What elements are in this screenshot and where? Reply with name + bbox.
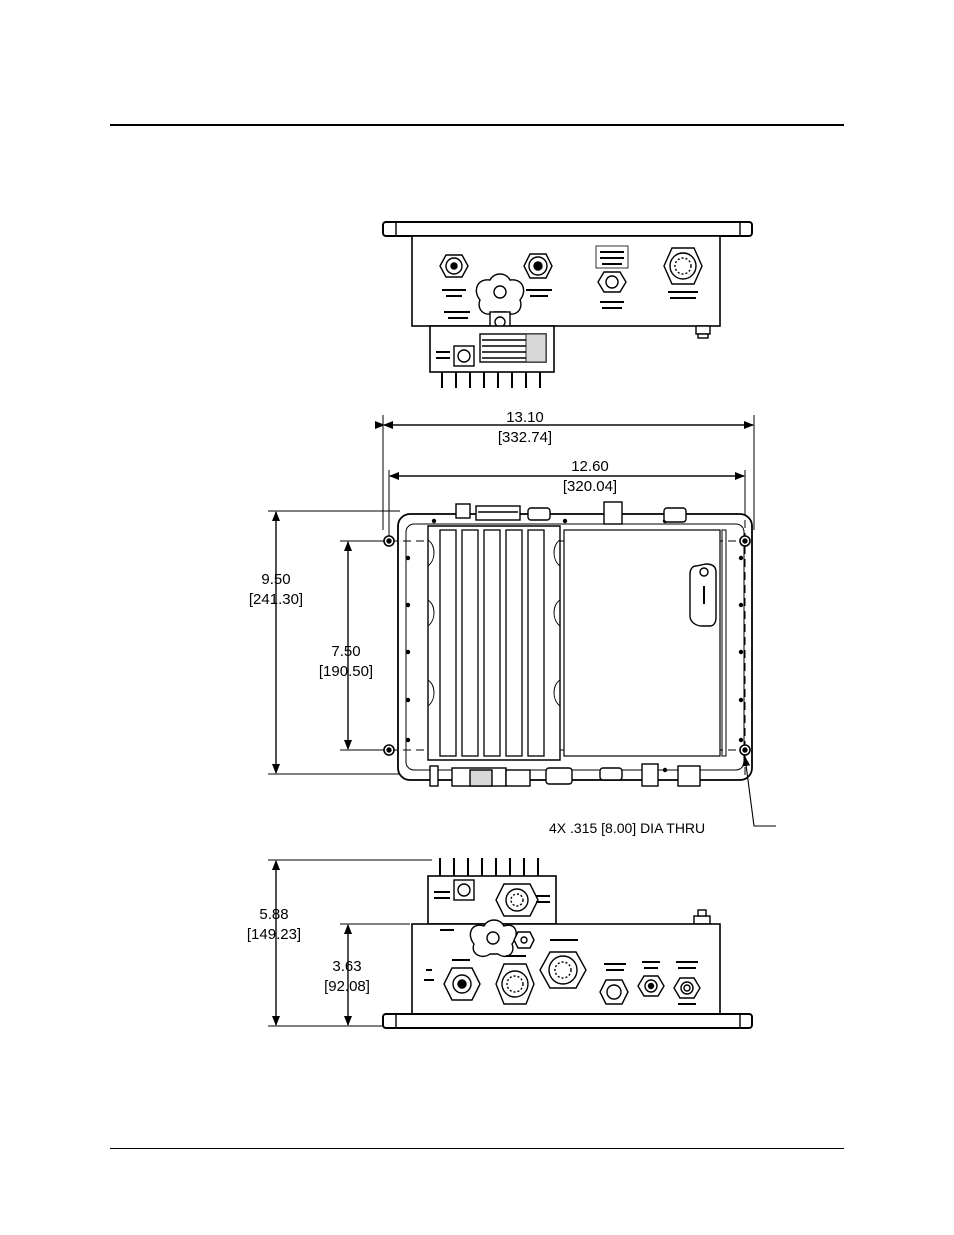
front-connector-5 (637, 975, 665, 997)
front-connector-3 (539, 951, 587, 989)
rear-connector-4 (663, 247, 703, 299)
overall-depth-in: 9.50 (261, 571, 290, 588)
hole-callout: 4X .315 [8.00] DIA THRU (549, 820, 705, 836)
mount-depth-mm: [190.50] (319, 663, 373, 680)
plan-view (268, 415, 776, 827)
footer-rule (110, 1148, 844, 1149)
mounting-hole (383, 744, 395, 756)
front-connector-6 (673, 977, 701, 999)
front-connector-1 (443, 967, 481, 1001)
mounting-hole (739, 535, 751, 547)
front-connector-2 (495, 963, 535, 1005)
mount-depth-in: 7.50 (331, 643, 360, 660)
mount-width-in: 12.60 (571, 458, 609, 475)
front-view (268, 858, 753, 1029)
mount-width-mm: [320.04] (563, 478, 617, 495)
overall-depth-mm: [241.30] (249, 591, 303, 608)
overall-height-mm: [149.23] (247, 926, 301, 943)
body-height-in: 3.63 (332, 958, 361, 975)
overall-width-in: 13.10 (506, 409, 544, 426)
front-connector-4 (599, 979, 629, 1005)
body-height-mm: [92.08] (324, 978, 370, 995)
rear-antenna-knob (475, 273, 525, 331)
overall-height-in: 5.88 (259, 906, 288, 923)
dimension-labels: 13.10 [332.74] 12.60 [320.04] 9.50 [241.… (247, 409, 705, 995)
rear-connector-1 (439, 254, 469, 278)
mounting-hole (739, 744, 751, 756)
rear-view (382, 221, 753, 388)
mounting-hole (383, 535, 395, 547)
rear-connector-2 (523, 253, 553, 279)
header-rule (110, 124, 844, 126)
rear-connector-3 (595, 245, 629, 309)
overall-width-mm: [332.74] (498, 429, 552, 446)
